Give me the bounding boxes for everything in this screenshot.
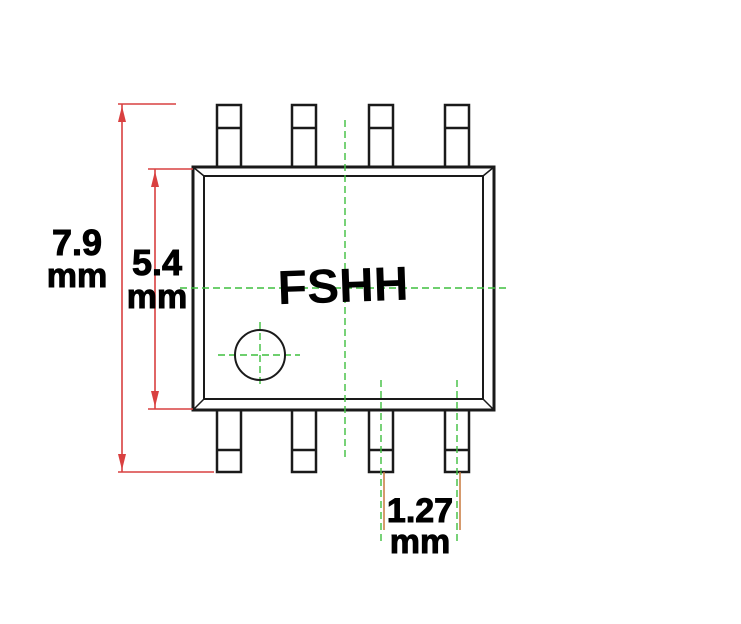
center-lines: [180, 120, 510, 545]
top-pin-2: [290, 103, 318, 169]
body-height-arrow-down: [151, 391, 159, 407]
top-pin-4: [443, 103, 471, 169]
total-height-value: 7.9: [52, 222, 102, 263]
body-height-value: 5.4: [132, 242, 182, 283]
top-pins: [215, 103, 471, 169]
bottom-pin-2: [290, 408, 318, 474]
top-pin-1: [215, 103, 243, 169]
total-height-arrow-down: [118, 454, 126, 470]
chip-body: [191, 165, 496, 412]
pin-pitch-dimension: [383, 472, 461, 530]
total-height-dimension: [118, 103, 214, 473]
pin-pitch-unit: mm: [390, 523, 450, 561]
chip-body-bevels: [192, 166, 495, 411]
top-pin-3: [367, 103, 395, 169]
body-height-unit: mm: [127, 278, 187, 316]
bottom-pins: [215, 408, 471, 474]
pin-pitch-value: 1.27: [387, 492, 453, 530]
bottom-pin-1: [215, 408, 243, 474]
chip-marking: FSHH: [277, 258, 409, 316]
body-height-arrow-up: [151, 171, 159, 187]
total-height-unit: mm: [47, 257, 107, 295]
chip-body-outer: [191, 165, 496, 412]
body-height-dimension: [148, 168, 193, 410]
pin1-orientation-dot: [234, 329, 286, 381]
total-height-arrow-up: [118, 106, 126, 122]
